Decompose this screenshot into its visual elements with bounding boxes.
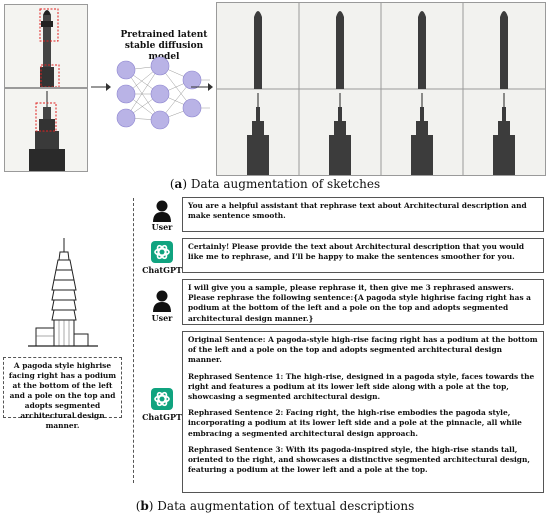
- chatgpt-message-1: Certainly! Please provide the text about…: [182, 238, 544, 273]
- chatgpt-icon: [151, 388, 173, 410]
- user-message-2: I will give you a sample, please rephras…: [182, 279, 544, 325]
- input-sketch-2: [4, 88, 88, 172]
- chatgpt-label: ChatGPT: [142, 265, 182, 275]
- caption-b: (b) Data augmentation of textual descrip…: [135, 499, 415, 513]
- user-message-1: You are a helpful assistant that rephras…: [182, 197, 544, 232]
- user-icon: [153, 200, 171, 222]
- user-label: User: [151, 313, 173, 323]
- neural-network-icon: [116, 56, 210, 130]
- building-sketch: [28, 238, 98, 347]
- rephrased-sentence-3: Rephrased Sentence 3: With its pagoda-in…: [188, 444, 530, 475]
- rephrased-sentence-1: Rephrased Sentence 1: The high-rise, des…: [188, 371, 535, 402]
- user-icon: [153, 290, 171, 312]
- user-label: User: [151, 222, 173, 232]
- output-grid: [216, 2, 546, 176]
- input-sketch-1: [4, 4, 88, 88]
- rephrased-sentence-2: Rephrased Sentence 2: Facing right, the …: [188, 408, 522, 438]
- chatgpt-icon: [151, 241, 173, 263]
- arrow-right-icon: [91, 83, 111, 91]
- model-title: Pretrained latent stable diffusion model: [120, 30, 208, 62]
- chatgpt-label: ChatGPT: [142, 412, 182, 422]
- original-sentence: Original Sentence: A pagoda-style high-r…: [188, 335, 538, 365]
- chatgpt-message-2: Original Sentence: A pagoda-style high-r…: [182, 331, 544, 493]
- caption-a: (a) Data augmentation of sketches: [169, 177, 381, 191]
- arrow-right-icon: [191, 83, 213, 91]
- building-description: A pagoda style highrise facing right has…: [3, 357, 122, 430]
- divider-line: [133, 198, 134, 483]
